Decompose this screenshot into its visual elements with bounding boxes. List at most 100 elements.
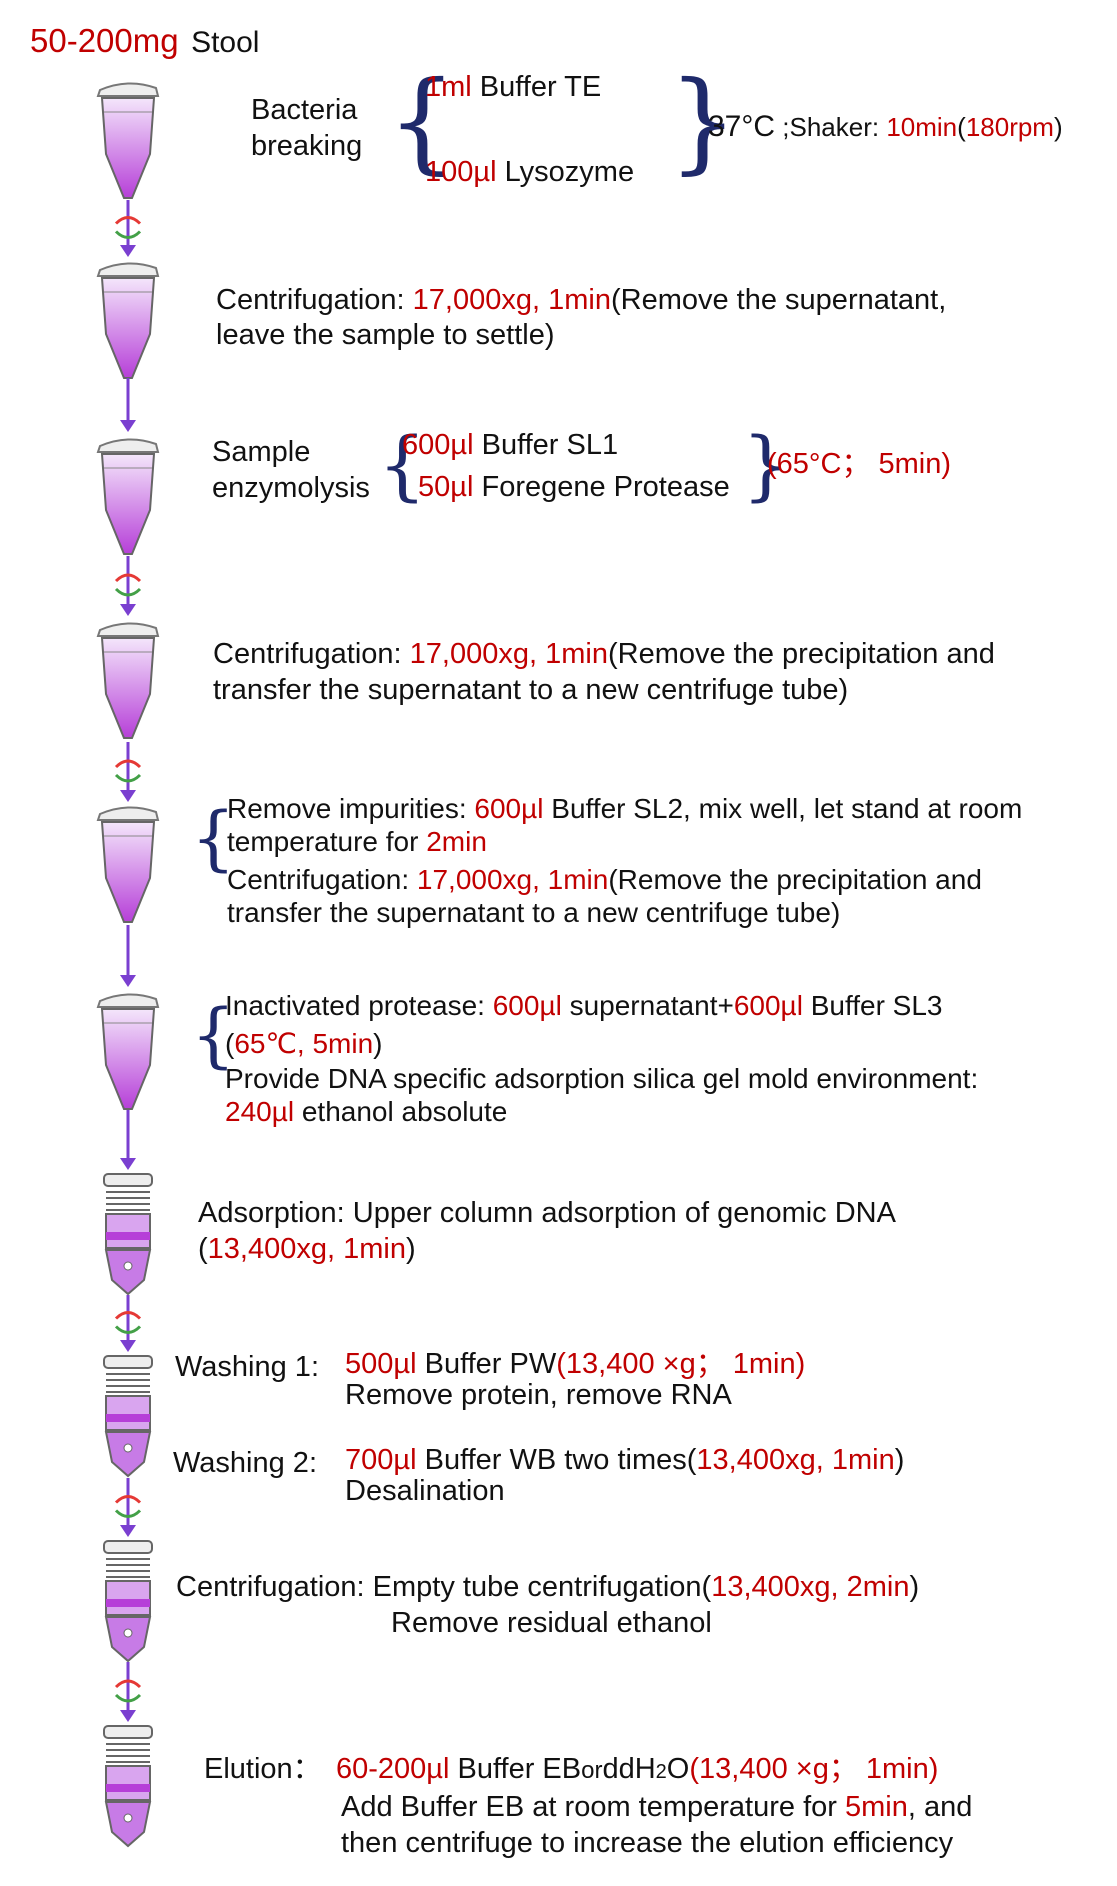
mix-arrow-icon [114, 1478, 142, 1537]
step5-line-4: transfer the supernatant to a new centri… [227, 897, 841, 928]
text: ethanol absolute [294, 1096, 508, 1127]
left-brace-icon: { [378, 420, 427, 509]
or-text: or [581, 1757, 603, 1784]
step-amount: 700µl [345, 1444, 417, 1476]
step6-line-1: Inactivated protease: 600µl supernatant+… [225, 989, 943, 1022]
step-amount: 60-200µl [336, 1753, 450, 1785]
step-note: (Remove the supernatant, [610, 284, 947, 316]
elution-note-1: Add Buffer EB at room temperature for 5m… [341, 1790, 972, 1824]
step-label: Centrifugation: [176, 1571, 373, 1603]
text: Inactivated protease: [225, 990, 493, 1021]
step-desc: Empty tube centrifugation( [372, 1571, 712, 1603]
mix-arrow-icon [114, 200, 142, 257]
paren: ) [1053, 112, 1063, 142]
temperature: 37°C [708, 110, 776, 143]
washing-1-label: Washing 1: [175, 1351, 319, 1383]
left-brace-icon: { [387, 57, 457, 185]
down-arrow-icon [120, 378, 136, 432]
step1-label-2: breaking [251, 130, 363, 162]
step5-line-1: Remove impurities: 600µl Buffer SL2, mix… [227, 792, 1022, 825]
tube-impurities-icon [96, 806, 160, 923]
tube-enzymolysis-icon [96, 438, 160, 555]
mix-arrow-icon [114, 742, 142, 802]
step6-line-4: 240µl ethanol absolute [225, 1095, 507, 1128]
text: Remove impurities: [227, 793, 475, 824]
step3-item-1: 600µl Buffer SL1 [402, 428, 618, 462]
paren: ) [405, 1233, 416, 1265]
text: Buffer SL3 [802, 990, 943, 1021]
step3-item-2: 50µl Foregene Protease [418, 470, 730, 504]
step-amount: 600µl [492, 990, 562, 1021]
item-amount: 100µl [425, 156, 497, 188]
text: Add Buffer EB at room temperature for [341, 1791, 845, 1823]
step-params: 65℃, 5min [234, 1028, 374, 1059]
paren: ) [894, 1444, 905, 1476]
step-amount: 600µl [733, 990, 803, 1021]
step2-line-1: Centrifugation: 17,000xg, 1min(Remove th… [216, 283, 946, 317]
item-amount: 50µl [418, 471, 474, 503]
step-amount: 240µl [225, 1096, 295, 1127]
item-reagent: Buffer TE [471, 71, 602, 103]
step-params: 17,000xg, 1min [409, 638, 608, 670]
step1-item-2: 100µl Lysozyme [425, 155, 634, 189]
paren: ) [373, 1028, 383, 1059]
shaker-speed: 180rpm [965, 112, 1054, 142]
step-time: 2min [426, 826, 487, 857]
step1-label-1: Bacteria [251, 94, 358, 126]
step5-line-3: Centrifugation: 17,000xg, 1min(Remove th… [227, 863, 982, 896]
text: supernatant+ [561, 990, 734, 1021]
elution-note-2: then centrifuge to increase the elution … [341, 1827, 954, 1859]
step1-item-1: 1ml Buffer TE [425, 70, 601, 104]
shaker-time: 10min [886, 112, 958, 142]
step4-line-2: transfer the supernatant to a new centri… [213, 674, 849, 706]
spin-column-adsorption-icon [103, 1173, 153, 1296]
step-params: (13,400 ×g； 1min) [689, 1753, 939, 1785]
mix-arrow-icon [114, 556, 142, 616]
step-params: 17,000xg, 1min [412, 284, 611, 316]
item-reagent: Foregene Protease [473, 471, 730, 503]
elution-line: 60-200µl Buffer EBorddH2O(13,400 ×g； 1mi… [336, 1752, 938, 1789]
step9-line-1: Centrifugation: Empty tube centrifugatio… [176, 1570, 919, 1604]
header: 50-200mg Stool [30, 22, 259, 60]
washing-1-note: Remove protein, remove RNA [345, 1379, 732, 1411]
shaker-label: ;Shaker: [775, 112, 887, 142]
item-reagent: Buffer SL1 [473, 429, 619, 461]
step-reagent: Buffer PW [416, 1348, 557, 1380]
spin-column-empty-icon [103, 1540, 153, 1663]
step3-label-1: Sample [212, 436, 311, 468]
washing-2-label: Washing 2: [173, 1447, 317, 1479]
step5-line-2: temperature for 2min [227, 825, 487, 858]
step7-line-2: (13,400xg, 1min) [198, 1232, 416, 1266]
spin-column-elution-icon [103, 1725, 153, 1848]
washing-2-note: Desalination [345, 1475, 505, 1507]
step9-note: Remove residual ethanol [391, 1607, 712, 1639]
step-label: Centrifugation: [216, 284, 413, 316]
right-brace-icon: } [668, 57, 738, 185]
step-reagent: Buffer EB [449, 1753, 582, 1785]
water: ddH [602, 1753, 656, 1785]
item-amount: 1ml [425, 71, 472, 103]
step3-conditions: (65°C； 5min) [767, 448, 952, 480]
step-params: 13,400xg, 1min [696, 1444, 895, 1476]
water: O [666, 1753, 690, 1785]
paren: ) [909, 1571, 920, 1603]
elution-label: Elution： [204, 1753, 322, 1785]
step-params: 17,000xg, 1min [416, 864, 609, 895]
paren: ( [198, 1233, 208, 1265]
tube-centrifuge-icon [96, 262, 160, 379]
step2-line-2: leave the sample to settle) [216, 319, 555, 351]
right-brace-icon: } [742, 420, 791, 509]
step4-line-1: Centrifugation: 17,000xg, 1min(Remove th… [213, 637, 995, 671]
step-params: (13,400 ×g； 1min) [556, 1348, 806, 1380]
text: Buffer SL2, mix well, let stand at room [543, 793, 1023, 824]
left-brace-icon: { [191, 994, 236, 1076]
text: temperature for [227, 826, 427, 857]
tube-protease-icon [96, 993, 160, 1110]
step-label: Centrifugation: [213, 638, 410, 670]
washing-1-line: 500µl Buffer PW(13,400 ×g； 1min) [345, 1347, 805, 1381]
washing-2-line: 700µl Buffer WB two times(13,400xg, 1min… [345, 1443, 904, 1477]
sample-type: Stool [191, 26, 260, 59]
down-arrow-icon [120, 1110, 136, 1170]
tube-stool-icon [96, 82, 160, 199]
step-params: 13,400xg, 1min [207, 1233, 406, 1265]
